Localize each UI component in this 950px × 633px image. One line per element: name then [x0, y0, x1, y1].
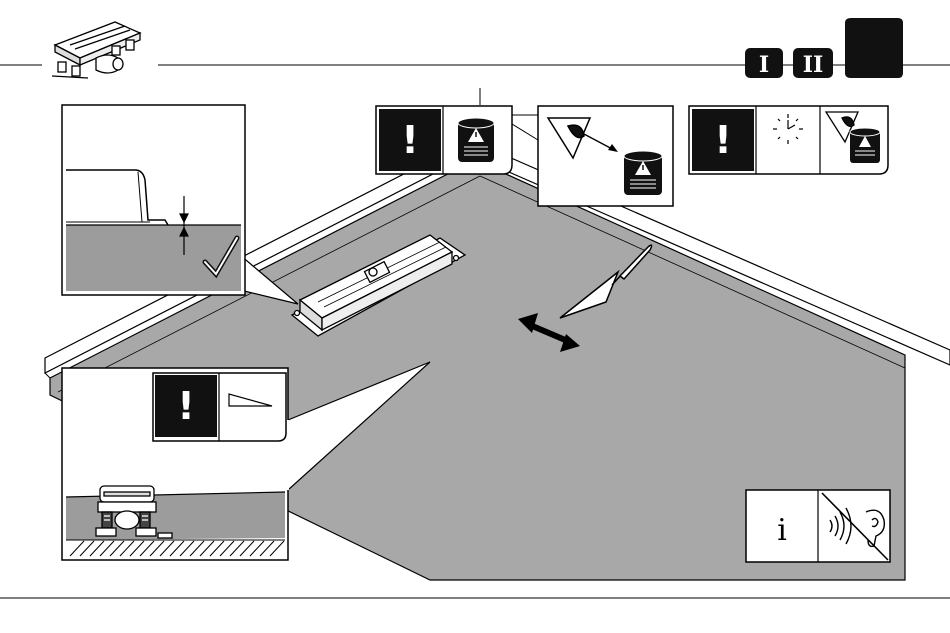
step-marker-2: II	[793, 48, 833, 78]
warning-canister-icon	[458, 118, 494, 162]
eye-check-panel	[538, 106, 673, 206]
slope-warning-symbol: !	[177, 384, 194, 428]
level-check-callout	[62, 105, 298, 304]
step-marker-2-label: II	[803, 52, 824, 78]
warning-canister-icon	[624, 151, 662, 195]
product-thumbnail	[52, 22, 140, 78]
warning-canister-icon	[850, 128, 880, 163]
secondary-warning-symbol: !	[714, 118, 731, 162]
info-icon: i	[777, 513, 787, 548]
header-bar: I II	[0, 18, 950, 78]
primary-warning-symbol: !	[401, 118, 418, 162]
secondary-warning-panel: !	[689, 106, 888, 174]
step-marker-1-label: I	[759, 52, 769, 78]
info-panel: i	[746, 490, 890, 562]
step-marker-active	[845, 18, 903, 78]
step-marker-1: I	[745, 48, 783, 78]
